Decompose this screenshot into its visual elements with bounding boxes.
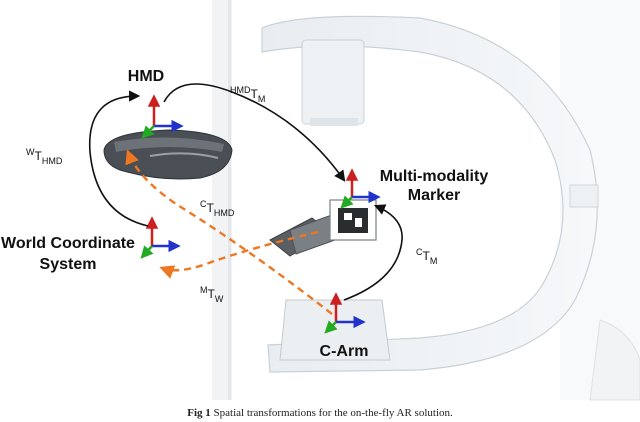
transform-c-hmd-sub: HMD bbox=[214, 208, 235, 218]
label-marker-line2: Marker bbox=[408, 187, 460, 204]
transform-w-hmd-sup: W bbox=[26, 147, 35, 157]
transform-hmd-m: HMDTM bbox=[230, 85, 265, 104]
label-world-line1: World Coordinate bbox=[1, 235, 135, 252]
transform-m-w: MTW bbox=[200, 285, 224, 304]
transform-w-hmd-sub: HMD bbox=[42, 156, 63, 166]
transform-c-m-base: T bbox=[423, 249, 431, 263]
frame-world bbox=[140, 216, 181, 259]
label-carm: C-Arm bbox=[320, 343, 369, 360]
caption-text: Spatial transformations for the on-the-f… bbox=[213, 407, 453, 419]
frame-carm bbox=[324, 292, 366, 334]
arrow-carm-to-hmd-dashed bbox=[125, 149, 333, 315]
arrow-marker-to-world-dashed bbox=[159, 230, 319, 279]
transform-m-w-base: T bbox=[208, 287, 216, 301]
transform-c-hmd-sup: C bbox=[200, 199, 207, 209]
transform-hmd-m-base: T bbox=[251, 87, 259, 101]
frame-marker bbox=[340, 168, 381, 209]
figure-caption: Fig 1 Spatial transformations for the on… bbox=[0, 407, 640, 419]
transform-m-w-sup: M bbox=[200, 285, 208, 295]
arrow-world-to-hmd bbox=[88, 90, 149, 227]
frame-hmd bbox=[141, 94, 184, 139]
transform-c-m-sub: M bbox=[430, 256, 438, 266]
label-marker-line1: Multi-modality bbox=[380, 168, 489, 185]
transform-c-m-sup: C bbox=[416, 247, 423, 257]
transform-c-m: CTM bbox=[416, 247, 437, 266]
transform-c-hmd-base: T bbox=[207, 201, 215, 215]
transform-w-hmd: WTHMD bbox=[26, 147, 63, 166]
transform-c-hmd: CTHMD bbox=[200, 199, 235, 218]
caption-figure-number: Fig 1 bbox=[187, 407, 211, 419]
arrow-hmd-to-marker bbox=[163, 83, 346, 182]
transform-w-hmd-base: T bbox=[35, 149, 43, 163]
transform-hmd-m-sub: M bbox=[258, 94, 266, 104]
transform-hmd-m-sup: HMD bbox=[230, 85, 251, 95]
label-world-line2: System bbox=[40, 256, 97, 273]
arrow-carm-to-marker bbox=[343, 204, 403, 301]
transform-m-w-sub: W bbox=[215, 294, 224, 304]
label-hmd: HMD bbox=[128, 68, 164, 85]
